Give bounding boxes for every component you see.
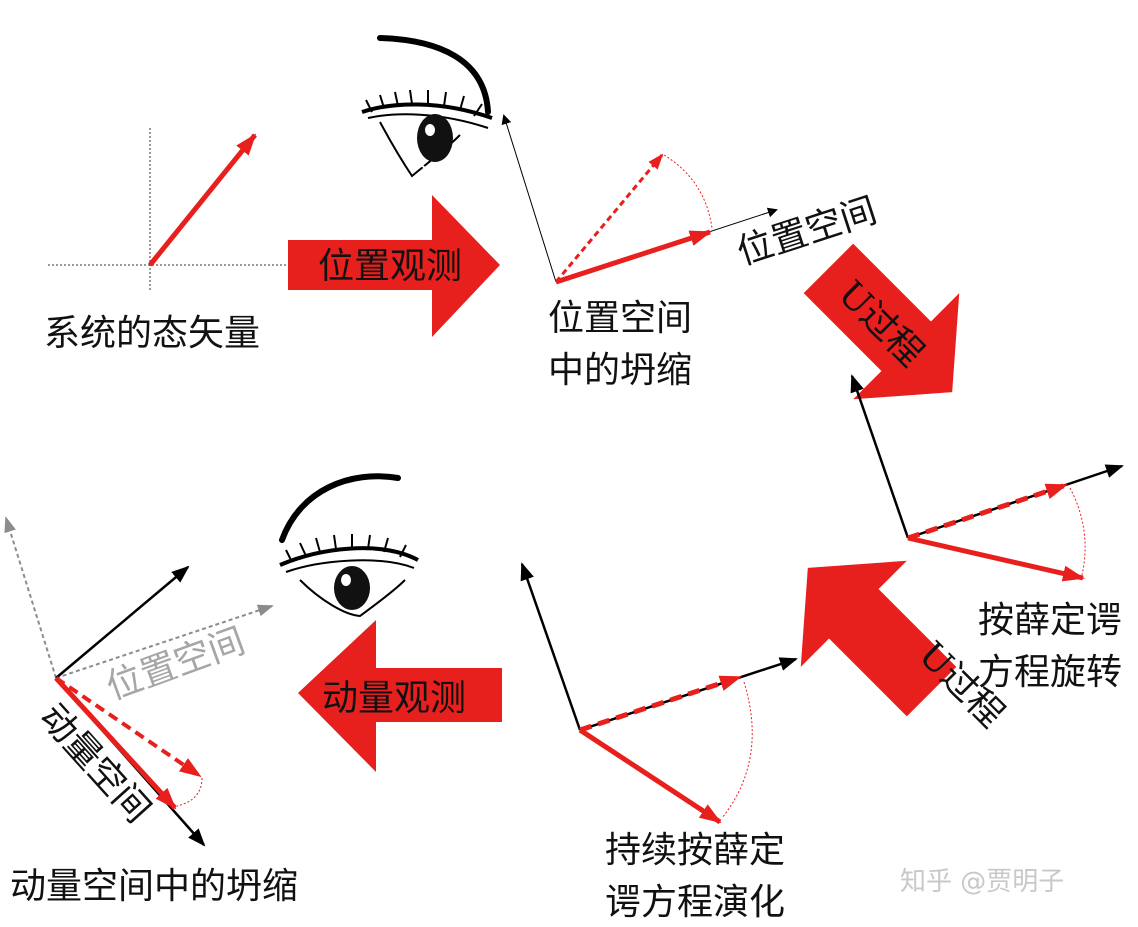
evo-axis-dashed-overlay [579, 674, 742, 733]
evo-arc [721, 681, 753, 819]
rot-state-arrow [907, 535, 1085, 582]
schrodinger-rotation-line1: 按薛定谔 [978, 600, 1122, 641]
rot-arc [1069, 487, 1086, 576]
momentum-prior-dashed [54, 676, 202, 778]
momentum-black-axis-up [55, 565, 190, 679]
eye-icon-bottom [279, 473, 419, 618]
collapse-position-line2: 中的坍缩 [548, 350, 692, 391]
evo-state-arrow [578, 727, 722, 825]
collapse-momentum-label: 动量空间中的坍缩 [10, 866, 298, 907]
projection-arc [663, 154, 713, 229]
collapse-position-line1: 位置空间 [548, 298, 692, 339]
continuous-evolution-line1: 持续按薛定 [605, 830, 785, 871]
state-vector-arrow [148, 133, 257, 267]
gray-axis-up-dashed [4, 516, 57, 679]
momentum-collapsed-arrow [54, 676, 177, 810]
watermark: 知乎 @贾明子 [900, 867, 1064, 897]
momentum-collapse-panel: 位置空间 动量空间 动量空间中的坍缩 [4, 516, 298, 907]
schrodinger-rotation-panel: 按薛定谔 方程旋转 [850, 374, 1124, 693]
state-vector-panel: 系统的态矢量 [44, 128, 290, 354]
position-collapse-panel: 位置空间 位置空间 中的坍缩 [501, 114, 882, 391]
position-observe-label: 位置观测 [318, 246, 462, 287]
continuous-evolution-panel: 持续按薛定 谔方程演化 [520, 562, 798, 923]
evo-axis-right [579, 657, 798, 732]
eye-icon-top [361, 35, 493, 178]
prior-state-dashed [554, 153, 664, 283]
black-axis-up [501, 114, 557, 283]
schrodinger-rotation-line2: 方程旋转 [978, 652, 1122, 693]
momentum-observe-arrow: 动量观测 [298, 620, 502, 772]
momentum-arc [176, 777, 203, 807]
position-space-gray-label: 位置空间 [101, 621, 250, 709]
gray-axis-right-dashed [55, 604, 274, 679]
rot-axis-dashed-overlay [907, 482, 1068, 541]
momentum-observe-label: 动量观测 [322, 678, 466, 719]
collapsed-state-arrow [555, 229, 712, 285]
position-observe-arrow: 位置观测 [288, 195, 500, 337]
rot-axis-up [850, 374, 910, 539]
state-vector-label: 系统的态矢量 [44, 313, 260, 354]
evo-axis-up [520, 562, 582, 731]
continuous-evolution-line2: 谔方程演化 [605, 882, 785, 923]
rot-axis-right [907, 464, 1124, 540]
